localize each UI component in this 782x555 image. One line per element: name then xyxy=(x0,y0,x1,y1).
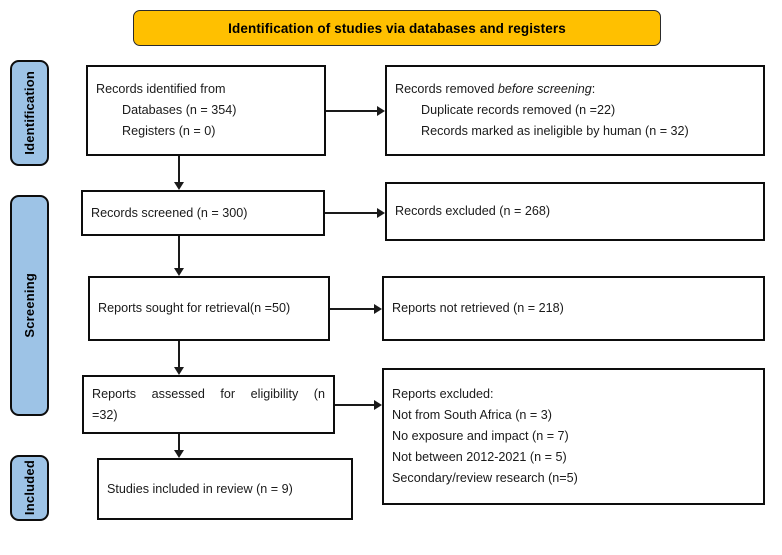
box-reports-sought: Reports sought for retrieval(n =50) xyxy=(88,276,330,341)
records-identified-line-2: Databases (n = 354) xyxy=(122,103,237,117)
arrowhead-sought-to-assessed xyxy=(174,367,184,375)
box-records-identified: Records identified from Databases (n = 3… xyxy=(86,65,326,156)
connector-sought-to-not-retrieved xyxy=(330,308,374,310)
stage-label-screening: Screening xyxy=(10,195,49,416)
diagram-title: Identification of studies via databases … xyxy=(228,20,566,36)
stage-label-identification-text: Identification xyxy=(22,71,37,155)
stage-label-screening-text: Screening xyxy=(22,273,37,338)
arrowhead-screened-to-sought xyxy=(174,268,184,276)
box-reports-excluded: Reports excluded: Not from South Africa … xyxy=(382,368,765,505)
arrowhead-screened-to-excluded xyxy=(377,208,385,218)
arrowhead-assessed-to-reports-excluded xyxy=(374,400,382,410)
reports-excluded-line-4: Not between 2012-2021 (n = 5) xyxy=(392,450,567,464)
box-records-screened: Records screened (n = 300) xyxy=(81,190,325,236)
reports-excluded-line-5: Secondary/review research (n=5) xyxy=(392,471,578,485)
records-removed-line-1-lead: Records removed xyxy=(395,82,498,96)
box-records-removed: Records removed before screening: Duplic… xyxy=(385,65,765,156)
connector-identified-to-screened xyxy=(178,156,180,183)
connector-screened-to-sought xyxy=(178,236,180,269)
connector-identified-to-removed xyxy=(326,110,377,112)
box-reports-not-retrieved: Reports not retrieved (n = 218) xyxy=(382,276,765,341)
records-removed-line-2: Duplicate records removed (n =22) xyxy=(421,103,616,117)
stage-label-included: Included xyxy=(10,455,49,521)
records-excluded-line-1: Records excluded (n = 268) xyxy=(395,204,551,218)
records-identified-line-1: Records identified from xyxy=(96,82,226,96)
reports-excluded-line-3: No exposure and impact (n = 7) xyxy=(392,429,569,443)
arrowhead-assessed-to-included xyxy=(174,450,184,458)
stage-label-identification: Identification xyxy=(10,60,49,166)
diagram-header-banner: Identification of studies via databases … xyxy=(133,10,661,46)
box-records-excluded: Records excluded (n = 268) xyxy=(385,182,765,241)
records-identified-line-3: Registers (n = 0) xyxy=(122,124,216,138)
records-removed-line-1-tail: : xyxy=(591,82,596,96)
connector-sought-to-assessed xyxy=(178,341,180,368)
box-reports-assessed: Reports assessed for eligibility (n =32) xyxy=(82,375,335,434)
reports-excluded-line-2: Not from South Africa (n = 3) xyxy=(392,408,552,422)
reports-assessed-line-1: Reports assessed for eligibility (n xyxy=(92,386,325,401)
reports-excluded-line-1: Reports excluded: xyxy=(392,387,494,401)
studies-included-line-1: Studies included in review (n = 9) xyxy=(107,481,293,496)
connector-assessed-to-included xyxy=(178,434,180,451)
records-removed-line-1: Records removed before screening: xyxy=(395,79,755,100)
reports-not-retrieved-line-1: Reports not retrieved (n = 218) xyxy=(392,301,564,315)
reports-sought-line-1: Reports sought for retrieval(n =50) xyxy=(98,301,291,315)
stage-label-included-text: Included xyxy=(22,460,37,516)
connector-screened-to-excluded xyxy=(325,212,377,214)
arrowhead-identified-to-screened xyxy=(174,182,184,190)
arrowhead-identified-to-removed xyxy=(377,106,385,116)
records-screened-line-1: Records screened (n = 300) xyxy=(91,205,248,220)
records-removed-line-3: Records marked as ineligible by human (n… xyxy=(421,124,689,138)
arrowhead-sought-to-not-retrieved xyxy=(374,304,382,314)
records-removed-line-1-emphasis: before screening xyxy=(497,82,592,96)
box-studies-included: Studies included in review (n = 9) xyxy=(97,458,353,520)
connector-assessed-to-reports-excluded xyxy=(335,404,374,406)
reports-assessed-line-2: =32) xyxy=(92,407,118,422)
